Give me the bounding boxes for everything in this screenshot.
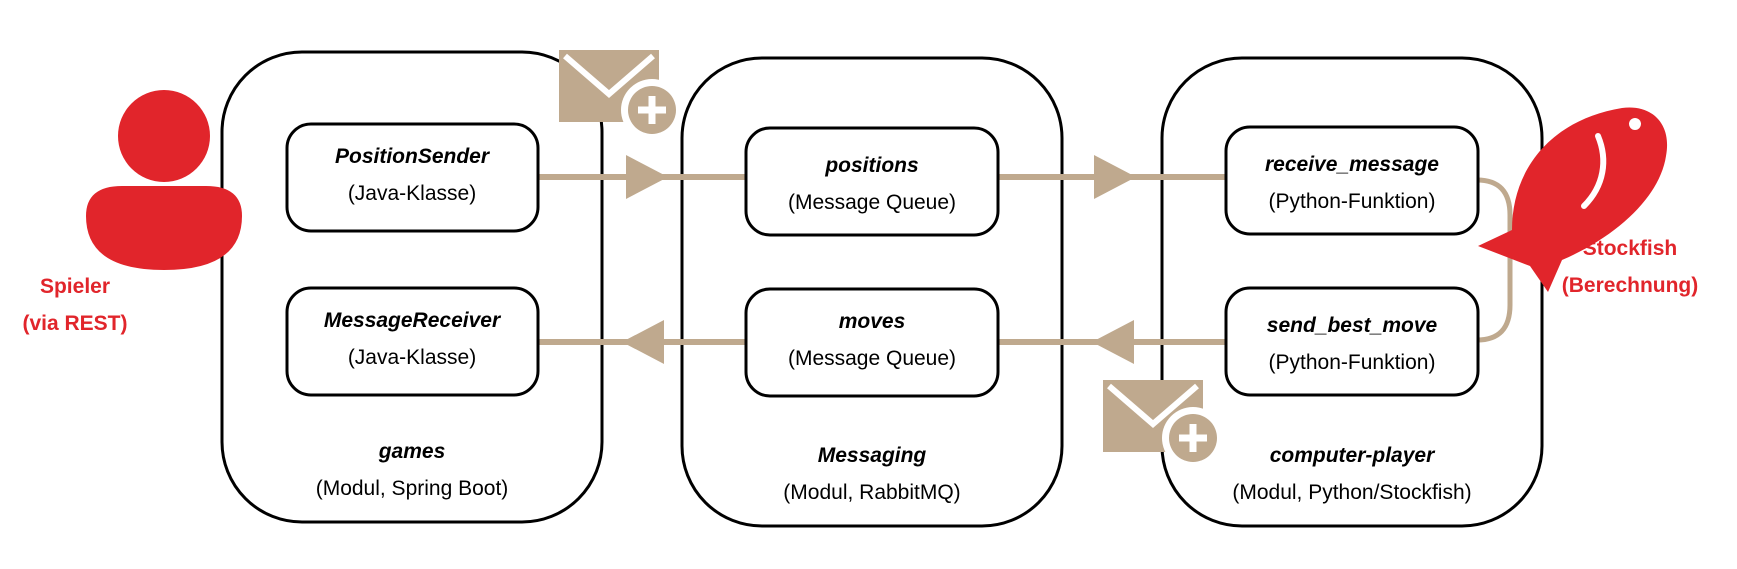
module-messaging-name: Messaging bbox=[818, 444, 927, 467]
component-subtitle: (Python-Funktion) bbox=[1269, 351, 1436, 374]
component-receive-message: receive_message (Python-Funktion) bbox=[1224, 125, 1480, 236]
module-computer-name: computer-player bbox=[1270, 444, 1436, 467]
envelope-plus-icon bbox=[559, 50, 683, 141]
component-send-best-move: send_best_move (Python-Funktion) bbox=[1224, 286, 1480, 397]
component-subtitle: (Java-Klasse) bbox=[348, 182, 476, 205]
component-subtitle: (Message Queue) bbox=[788, 191, 956, 214]
connector-move-flow bbox=[537, 320, 1225, 364]
fish-icon bbox=[1478, 107, 1668, 292]
component-positions-queue: positions (Message Queue) bbox=[744, 126, 1000, 237]
engine-sublabel: (Berechnung) bbox=[1562, 274, 1699, 297]
actor-label: Spieler bbox=[40, 275, 110, 298]
component-subtitle: (Java-Klasse) bbox=[348, 346, 476, 369]
module-messaging-subtitle: (Modul, RabbitMQ) bbox=[783, 481, 960, 504]
component-name: receive_message bbox=[1265, 153, 1439, 176]
component-position-sender: PositionSender (Java-Klasse) bbox=[285, 122, 540, 233]
component-name: send_best_move bbox=[1267, 314, 1438, 337]
component-name: positions bbox=[824, 154, 918, 177]
connector-internal-loop bbox=[1476, 177, 1513, 343]
connector-position-flow bbox=[537, 155, 1225, 199]
module-games-subtitle: (Modul, Spring Boot) bbox=[316, 477, 509, 500]
module-games-name: games bbox=[378, 440, 446, 463]
user-icon bbox=[86, 90, 242, 270]
component-name: MessageReceiver bbox=[324, 309, 502, 332]
component-subtitle: (Python-Funktion) bbox=[1269, 190, 1436, 213]
envelope-plus-icon bbox=[1103, 380, 1224, 469]
module-computer-subtitle: (Modul, Python/Stockfish) bbox=[1232, 481, 1471, 504]
component-moves-queue: moves (Message Queue) bbox=[744, 287, 1000, 398]
component-subtitle: (Message Queue) bbox=[788, 347, 956, 370]
component-name: PositionSender bbox=[335, 145, 491, 168]
actor-sublabel: (via REST) bbox=[22, 312, 127, 335]
component-name: moves bbox=[839, 310, 906, 333]
engine-label: Stockfish bbox=[1583, 237, 1678, 260]
component-message-receiver: MessageReceiver (Java-Klasse) bbox=[285, 286, 540, 397]
